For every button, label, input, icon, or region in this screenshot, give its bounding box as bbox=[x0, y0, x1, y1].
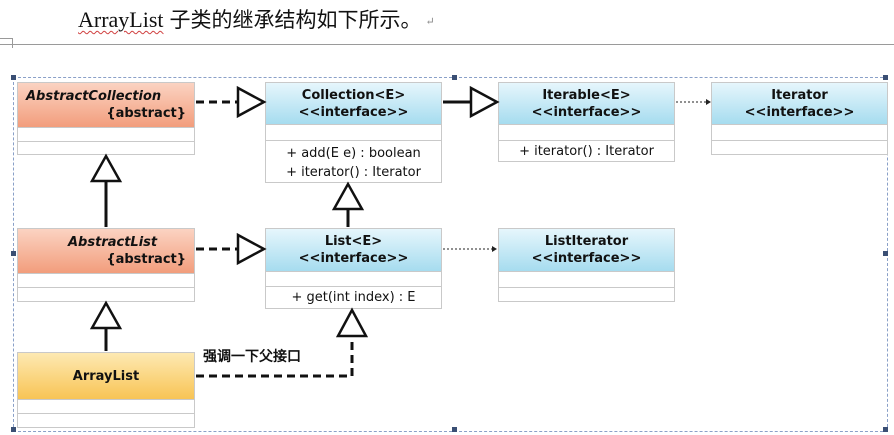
resize-handle[interactable] bbox=[883, 251, 888, 256]
method-iterator: + iterator() : Iterator bbox=[286, 165, 421, 180]
class-name: AbstractList bbox=[68, 235, 158, 250]
page-rule bbox=[0, 44, 894, 45]
class-array-list[interactable]: ArrayList bbox=[17, 352, 195, 428]
realization-arrow bbox=[196, 307, 369, 378]
generalization-arrow bbox=[89, 300, 123, 351]
resize-handle[interactable] bbox=[11, 427, 16, 432]
class-iterator[interactable]: Iterator <<interface>> bbox=[711, 82, 888, 155]
methods-section: + get(int index) : E bbox=[266, 286, 441, 308]
class-name: ArrayList bbox=[72, 368, 140, 384]
method-get: + get(int index) : E bbox=[291, 290, 416, 305]
page-corner-mark bbox=[12, 38, 13, 48]
paragraph-mark-icon: ↵ bbox=[425, 15, 435, 28]
resize-handle[interactable] bbox=[883, 75, 888, 80]
class-name: List<E> bbox=[324, 234, 383, 249]
methods-section bbox=[712, 140, 887, 154]
class-name: Iterator bbox=[771, 87, 828, 103]
class-abstract-collection[interactable]: AbstractCollection {abstract} bbox=[17, 82, 195, 155]
class-name: ListIterator bbox=[544, 234, 629, 249]
annotation-note: 强调一下父接口 bbox=[203, 349, 301, 365]
resize-handle[interactable] bbox=[452, 427, 457, 432]
generalization-arrow bbox=[443, 85, 500, 119]
attributes-section bbox=[266, 271, 441, 286]
methods-section bbox=[18, 141, 194, 154]
class-stereotype: <<interface>> bbox=[531, 104, 642, 120]
class-name: AbstractCollection bbox=[26, 89, 162, 104]
page-corner-mark bbox=[0, 38, 12, 39]
attributes-section bbox=[499, 124, 674, 140]
dependency-arrow bbox=[443, 246, 497, 252]
methods-section bbox=[18, 413, 194, 427]
methods-section bbox=[18, 287, 194, 301]
attributes-section bbox=[712, 124, 887, 140]
class-name: Collection<E> bbox=[301, 87, 406, 103]
class-stereotype: <<interface>> bbox=[531, 251, 642, 266]
generalization-arrow bbox=[89, 153, 123, 227]
method-add: + add(E e) : boolean bbox=[286, 146, 421, 161]
resize-handle[interactable] bbox=[11, 75, 16, 80]
attributes-section bbox=[18, 399, 194, 413]
class-list[interactable]: List<E> <<interface>> + get(int index) :… bbox=[265, 228, 442, 309]
attributes-section bbox=[499, 271, 674, 287]
methods-section bbox=[499, 287, 674, 301]
dependency-arrow bbox=[676, 99, 711, 105]
class-collection[interactable]: Collection<E> <<interface>> + add(E e) :… bbox=[265, 82, 442, 183]
class-abstract-list[interactable]: AbstractList {abstract} bbox=[17, 228, 195, 302]
heading-latin: ArrayList bbox=[78, 7, 164, 32]
methods-section: + add(E e) : boolean + iterator() : Iter… bbox=[266, 140, 441, 182]
class-list-iterator[interactable]: ListIterator <<interface>> bbox=[498, 228, 675, 302]
class-stereotype: {abstract} bbox=[106, 106, 186, 121]
realization-arrow bbox=[196, 232, 267, 266]
class-stereotype: {abstract} bbox=[106, 252, 186, 267]
resize-handle[interactable] bbox=[452, 75, 457, 80]
resize-handle[interactable] bbox=[883, 427, 888, 432]
attributes-section bbox=[18, 127, 194, 141]
class-stereotype: <<interface>> bbox=[744, 104, 855, 120]
class-iterable[interactable]: Iterable<E> <<interface>> + iterator() :… bbox=[498, 82, 675, 162]
generalization-arrow bbox=[331, 181, 365, 227]
class-name: Iterable<E> bbox=[542, 87, 631, 103]
attributes-section bbox=[18, 273, 194, 287]
class-stereotype: <<interface>> bbox=[298, 104, 409, 120]
attributes-section bbox=[266, 124, 441, 140]
heading-cjk: 子类的继承结构如下所示。 bbox=[169, 8, 422, 32]
resize-handle[interactable] bbox=[11, 251, 16, 256]
class-stereotype: <<interface>> bbox=[298, 251, 409, 266]
method-iterator: + iterator() : Iterator bbox=[519, 144, 654, 159]
realization-arrow bbox=[196, 85, 267, 119]
methods-section: + iterator() : Iterator bbox=[499, 140, 674, 161]
